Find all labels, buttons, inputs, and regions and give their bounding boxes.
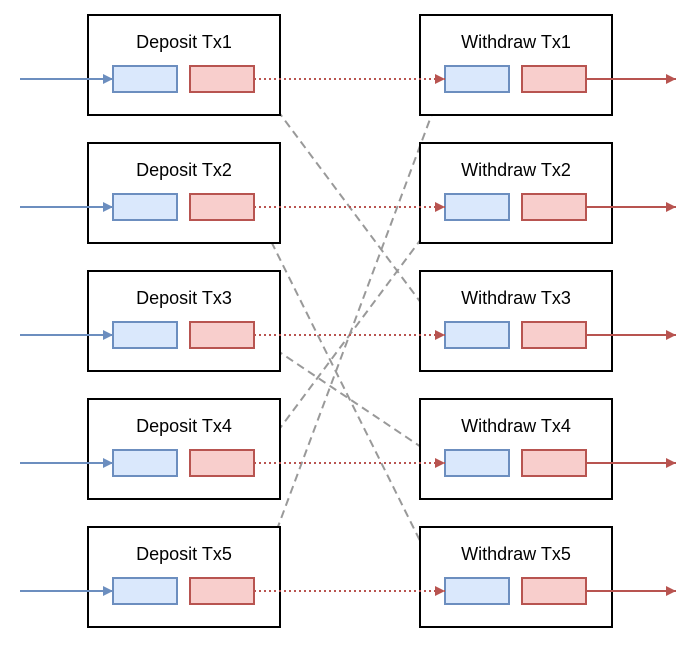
withdraw-input-slot: [444, 65, 510, 93]
withdraw-input-slot: [444, 321, 510, 349]
withdraw-output-slot: [521, 577, 587, 605]
deposit-input-slot: [112, 577, 178, 605]
deposit-output-slot: [189, 321, 255, 349]
deposit-tx-label: Deposit Tx2: [136, 160, 232, 180]
deposit-input-slot: [112, 65, 178, 93]
deposit-tx-5: Deposit Tx5: [87, 526, 281, 628]
deposit-tx-3: Deposit Tx3: [87, 270, 281, 372]
withdraw-input-slot: [444, 449, 510, 477]
deposit-output-slot: [189, 193, 255, 221]
withdraw-input-slot: [444, 577, 510, 605]
deposit-input-slot: [112, 449, 178, 477]
withdraw-tx-4: Withdraw Tx4: [419, 398, 613, 500]
deposit-output-slot: [189, 65, 255, 93]
withdraw-tx-1: Withdraw Tx1: [419, 14, 613, 116]
withdraw-tx-label: Withdraw Tx1: [461, 32, 571, 52]
withdraw-tx-2: Withdraw Tx2: [419, 142, 613, 244]
deposit-tx-label: Deposit Tx1: [136, 32, 232, 52]
withdraw-tx-label: Withdraw Tx2: [461, 160, 571, 180]
withdraw-tx-label: Withdraw Tx4: [461, 416, 571, 436]
withdraw-output-slot: [521, 449, 587, 477]
withdraw-input-slot: [444, 193, 510, 221]
deposit-tx-label: Deposit Tx4: [136, 416, 232, 436]
deposit-tx-4: Deposit Tx4: [87, 398, 281, 500]
deposit-output-slot: [189, 449, 255, 477]
deposit-output-slot: [189, 577, 255, 605]
withdraw-output-slot: [521, 321, 587, 349]
withdraw-output-slot: [521, 65, 587, 93]
deposit-input-slot: [112, 321, 178, 349]
withdraw-output-slot: [521, 193, 587, 221]
withdraw-tx-3: Withdraw Tx3: [419, 270, 613, 372]
withdraw-tx-5: Withdraw Tx5: [419, 526, 613, 628]
deposit-tx-label: Deposit Tx5: [136, 544, 232, 564]
deposit-tx-label: Deposit Tx3: [136, 288, 232, 308]
flow-arrows-layer: [20, 74, 676, 596]
deposit-input-slot: [112, 193, 178, 221]
mix-link: [253, 206, 446, 592]
withdraw-tx-label: Withdraw Tx3: [461, 288, 571, 308]
withdraw-tx-label: Withdraw Tx5: [461, 544, 571, 564]
deposit-tx-1: Deposit Tx1: [87, 14, 281, 116]
deposit-tx-2: Deposit Tx2: [87, 142, 281, 244]
